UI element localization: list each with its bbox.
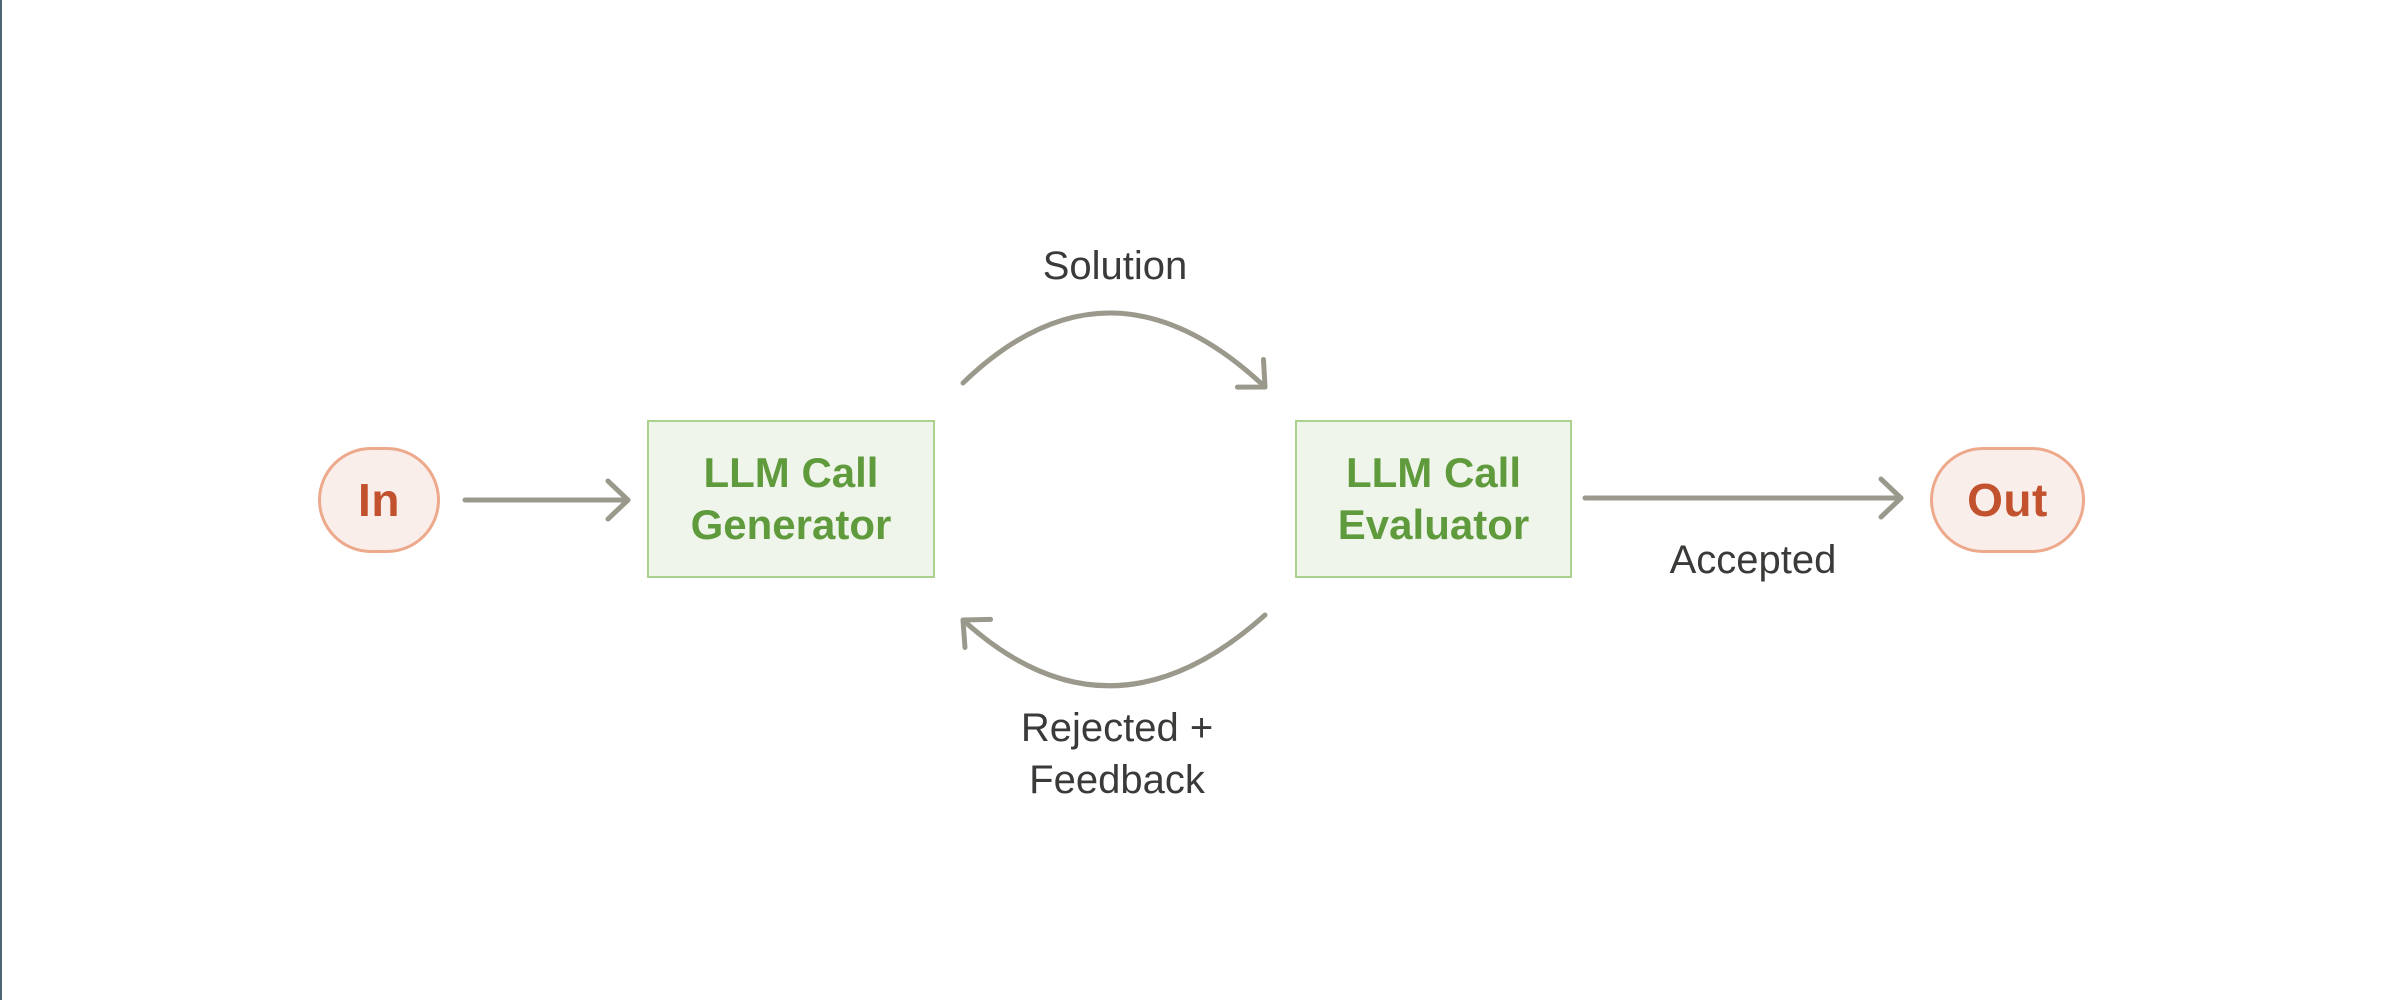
left-edge-divider	[0, 0, 2, 1000]
node-evaluator-label: LLM Call Evaluator	[1338, 447, 1529, 552]
arrow-solution-curve	[960, 310, 1268, 390]
generator-label-line1: LLM Call	[703, 448, 879, 496]
rejected-label-line1: Rejected +	[1020, 706, 1214, 750]
edge-label-rejected-feedback: Rejected + Feedback	[1021, 702, 1213, 806]
node-llm-call-evaluator: LLM Call Evaluator	[1295, 420, 1572, 578]
evaluator-label-line1: LLM Call	[1346, 448, 1521, 496]
node-out: Out	[1930, 447, 2085, 553]
node-llm-call-generator: LLM Call Generator	[647, 420, 935, 578]
evaluator-label-line2: Evaluator	[1337, 501, 1530, 548]
edge-label-solution: Solution	[1042, 244, 1188, 288]
node-in-label: In	[358, 474, 400, 526]
node-generator-label: LLM Call Generator	[691, 447, 892, 552]
edge-label-accepted: Accepted	[1669, 538, 1837, 582]
arrow-rejected-feedback-curve	[960, 612, 1268, 689]
node-out-label: Out	[1967, 474, 2048, 526]
generator-label-line2: Generator	[690, 501, 892, 548]
node-in: In	[318, 447, 440, 553]
rejected-label-line2: Feedback	[1029, 758, 1205, 802]
